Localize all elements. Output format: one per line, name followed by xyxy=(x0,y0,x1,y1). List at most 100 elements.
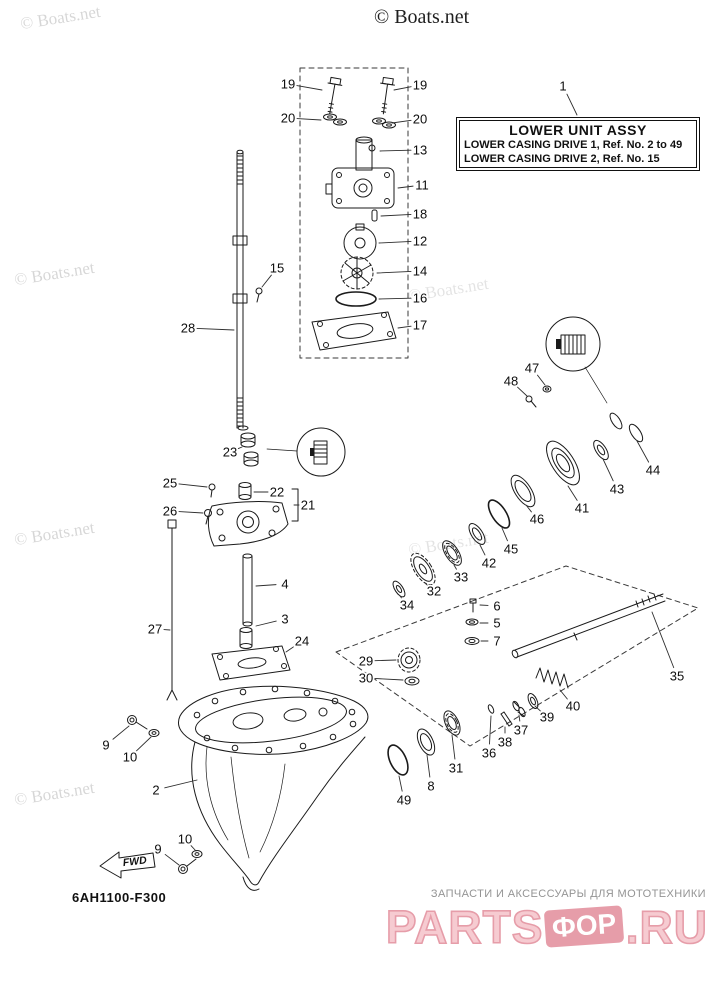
part-callout-17: 17 xyxy=(413,318,427,333)
part-45-oring xyxy=(487,499,511,529)
part-callout-43: 43 xyxy=(610,482,624,497)
part-callout-29: 29 xyxy=(359,654,373,669)
leader-line-23 xyxy=(237,446,243,449)
part-callout-20: 20 xyxy=(281,111,295,126)
part-30-nut xyxy=(404,676,420,686)
part-callout-10: 10 xyxy=(123,750,137,765)
part-31-bearing xyxy=(443,710,461,736)
leader-line-34 xyxy=(399,595,402,599)
part-49-oring xyxy=(387,744,409,776)
spline-detail-circle-left xyxy=(266,427,346,477)
part-callout-3: 3 xyxy=(281,612,288,627)
leader-line-9 xyxy=(164,854,180,866)
part-callout-26: 26 xyxy=(163,504,177,519)
part-callout-19: 19 xyxy=(413,78,427,93)
part-21-bracket xyxy=(207,488,299,547)
leader-line-32 xyxy=(425,583,428,586)
footer-tagline: ЗАПЧАСТИ И АКСЕССУАРЫ ДЛЯ МОТОТЕХНИКИ xyxy=(430,888,706,900)
part-callout-19: 19 xyxy=(281,77,295,92)
part-callout-46: 46 xyxy=(530,512,544,527)
diagram-code: 6AH1100-F300 xyxy=(72,890,167,905)
leader-line-9 xyxy=(112,725,130,740)
leader-line-10 xyxy=(136,736,152,752)
info-box-line2: LOWER CASING DRIVE 2, Ref. No. 15 xyxy=(464,153,660,166)
leader-line-44 xyxy=(636,440,650,463)
part-17-gasket xyxy=(311,311,397,351)
part-callout-48: 48 xyxy=(504,374,518,389)
part-12-cam xyxy=(343,223,377,260)
part-26-bolt xyxy=(204,509,212,525)
part-callout-7: 7 xyxy=(493,634,500,649)
part-34-washer xyxy=(392,580,406,598)
leader-line-19 xyxy=(296,85,323,91)
part-25-screw xyxy=(208,483,216,498)
part-42-ring xyxy=(468,522,486,546)
leader-line-20 xyxy=(391,119,412,124)
pump-assembly-boundary xyxy=(299,67,409,359)
part-10-washer-upper xyxy=(148,729,160,737)
part-29-pinion-gear xyxy=(397,647,421,673)
part-callout-5: 5 xyxy=(493,616,500,631)
part-15-screw xyxy=(255,287,263,303)
part-3-collar xyxy=(239,627,253,649)
leader-line-16 xyxy=(378,297,412,300)
part-callout-1: 1 xyxy=(559,79,566,94)
spline-detail-circle-right xyxy=(545,316,608,404)
part-callout-49: 49 xyxy=(397,793,411,808)
part-callout-34: 34 xyxy=(400,598,414,613)
part-callout-36: 36 xyxy=(482,746,496,761)
part-callout-41: 41 xyxy=(575,501,589,516)
part-5-washer xyxy=(465,618,479,626)
part-9-bolt-lower xyxy=(178,858,197,874)
part-39-ring xyxy=(527,693,539,709)
leader-line-36 xyxy=(489,715,492,745)
leader-line-1 xyxy=(566,93,578,116)
leader-line-18 xyxy=(380,214,412,217)
leader-line-26 xyxy=(178,511,204,514)
part-48-screw xyxy=(525,395,537,408)
leader-line-33 xyxy=(453,564,457,570)
leader-line-13 xyxy=(379,149,412,152)
part-callout-33: 33 xyxy=(454,570,468,585)
part-callout-38: 38 xyxy=(498,735,512,750)
leader-line-37 xyxy=(518,714,521,722)
part-callout-45: 45 xyxy=(504,542,518,557)
part-38-pin xyxy=(500,711,513,727)
part-callout-12: 12 xyxy=(413,234,427,249)
fwd-label: FWD xyxy=(122,854,148,869)
leader-line-15 xyxy=(261,274,272,288)
part-callout-37: 37 xyxy=(514,723,528,738)
leader-line-39 xyxy=(534,705,541,712)
part-callout-9: 9 xyxy=(102,738,109,753)
part-callout-15: 15 xyxy=(270,261,284,276)
fwd-arrow: FWD xyxy=(99,851,156,879)
leader-line-41 xyxy=(567,485,578,501)
part-callout-23: 23 xyxy=(223,445,237,460)
logo-box: ФОР xyxy=(544,905,625,948)
part-callout-9: 9 xyxy=(154,842,161,857)
leader-line-4 xyxy=(255,584,277,587)
part-16-oring xyxy=(335,291,377,307)
part-19-bolt-right xyxy=(380,76,395,115)
leader-line-45 xyxy=(501,527,508,542)
part-36-washer xyxy=(487,704,495,714)
part-32-gear xyxy=(410,552,436,586)
part-callout-28: 28 xyxy=(181,321,195,336)
part-callout-18: 18 xyxy=(413,207,427,222)
leader-line-2 xyxy=(164,779,198,789)
part-10-washer-lower xyxy=(191,850,203,858)
info-box-line1: LOWER CASING DRIVE 1, Ref. No. 2 to 49 xyxy=(464,139,683,151)
part-callout-2: 2 xyxy=(152,783,159,798)
part-33-bearing xyxy=(442,540,462,566)
leader-line-47 xyxy=(537,374,546,386)
info-box-title: LOWER UNIT ASSY xyxy=(509,122,647,138)
leader-line-30 xyxy=(374,678,404,681)
part-40-spring xyxy=(535,667,569,689)
part-callout-42: 42 xyxy=(482,556,496,571)
part-callout-10: 10 xyxy=(178,832,192,847)
part-callout-40: 40 xyxy=(566,699,580,714)
